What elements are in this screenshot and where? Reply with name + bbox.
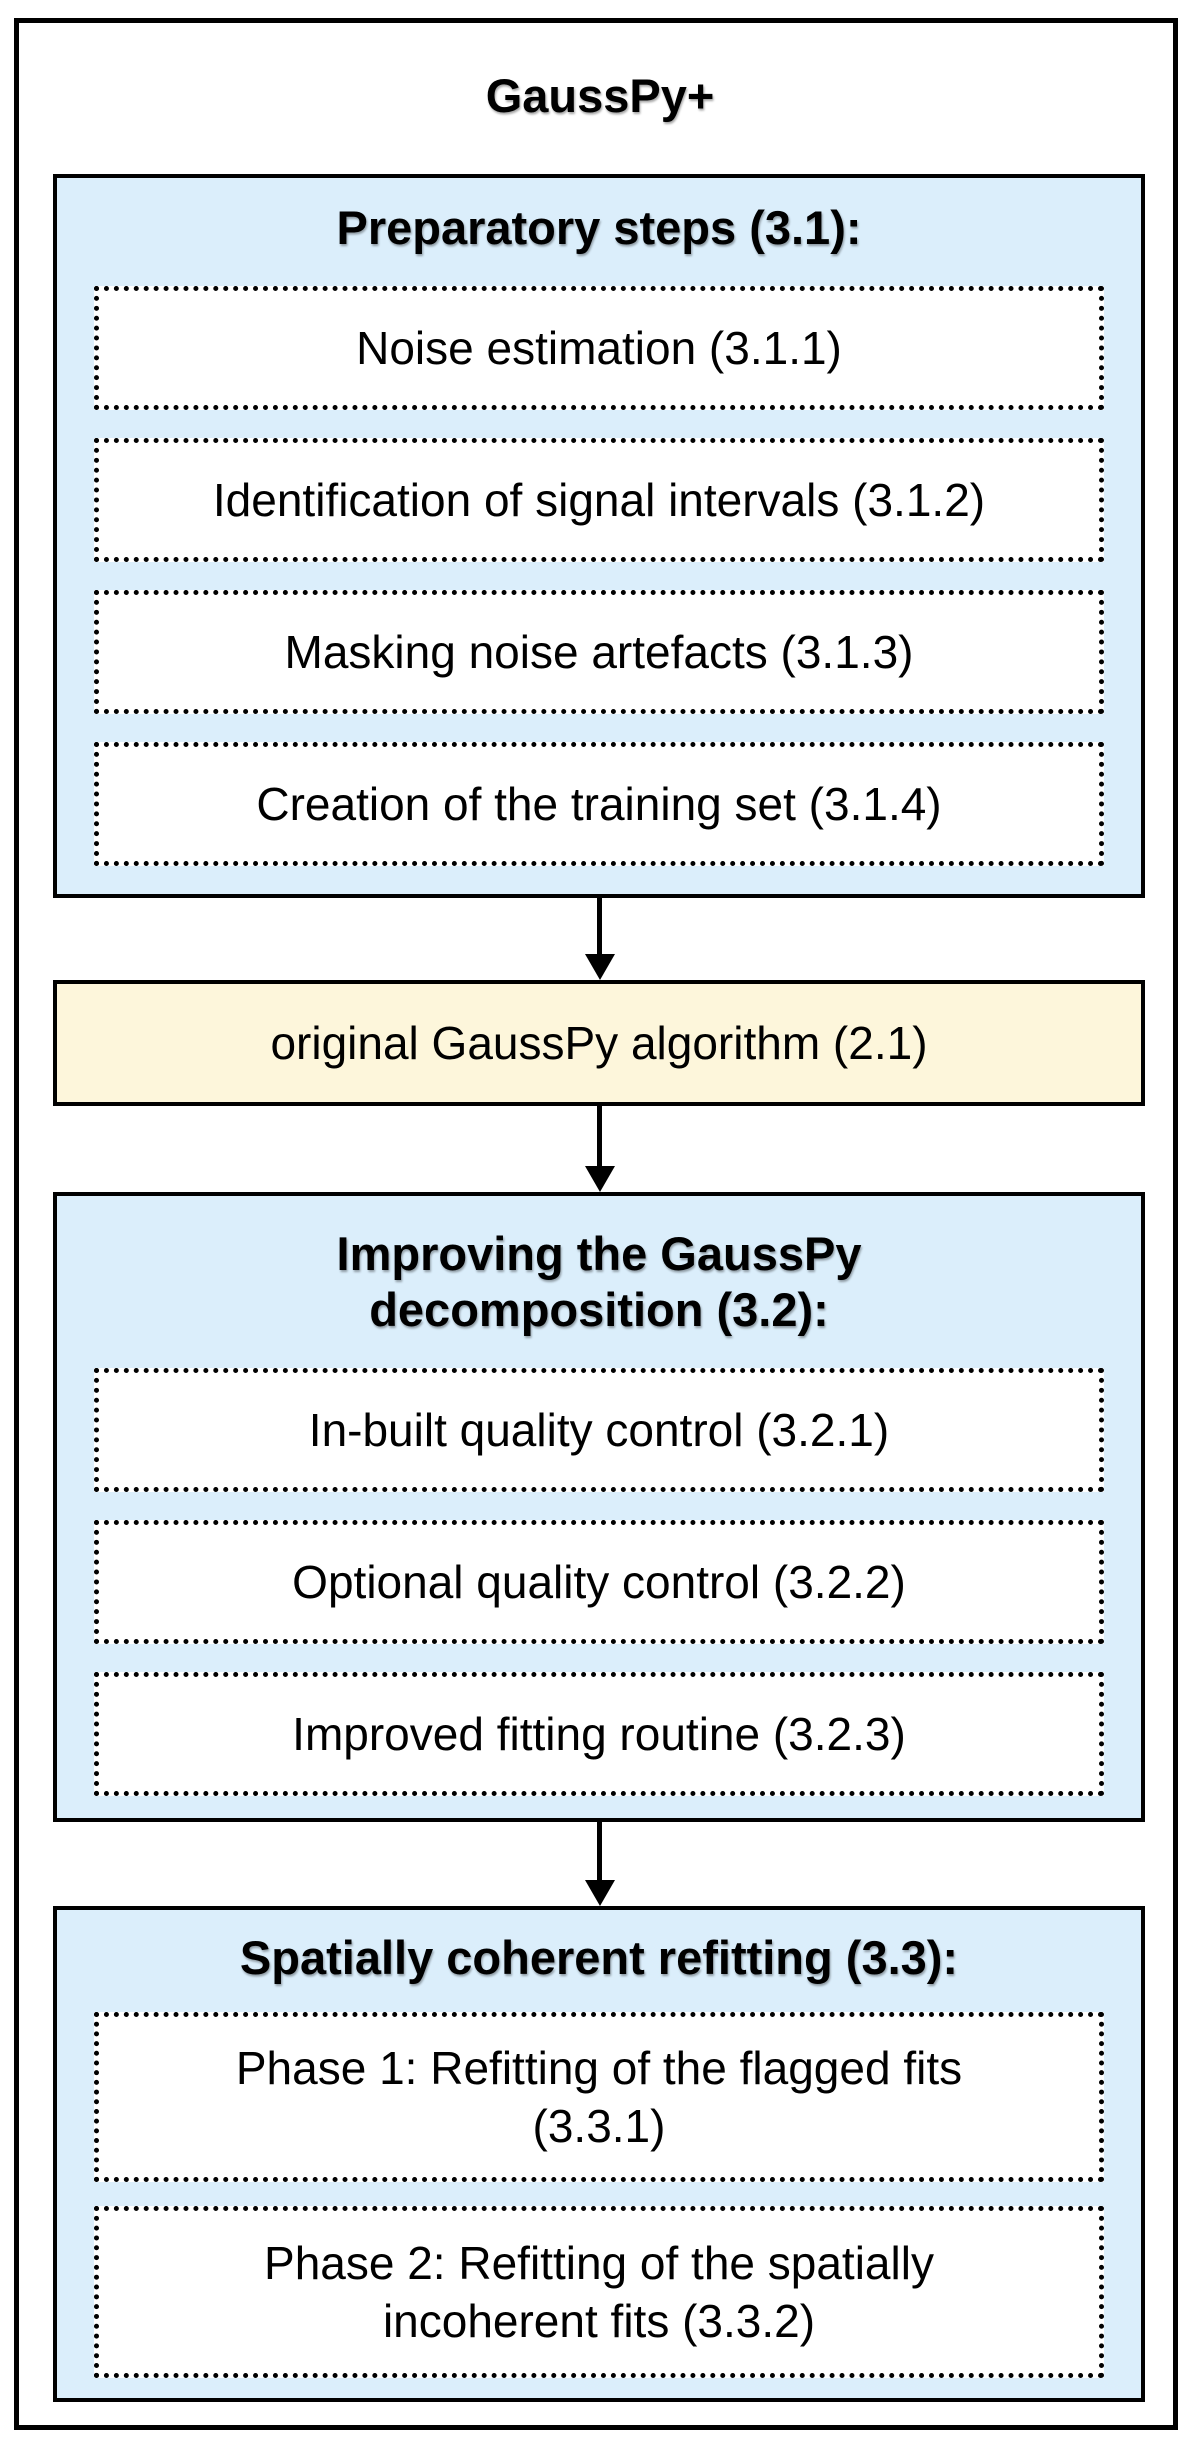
step-improved-fitting-routine: Improved fitting routine (3.2.3) (94, 1672, 1104, 1796)
refitting-section: Spatially coherent refitting (3.3): Phas… (53, 1906, 1145, 2402)
preparatory-steps-section: Preparatory steps (3.1): Noise estimatio… (53, 174, 1145, 898)
step-signal-intervals: Identification of signal intervals (3.1.… (94, 438, 1104, 562)
phase-1-line1: Phase 1: Refitting of the flagged fits (235, 2042, 963, 2094)
gausspy-algorithm-box: original GaussPy algorithm (2.1) (53, 980, 1145, 1106)
step-inbuilt-quality-control: In-built quality control (3.2.1) (94, 1368, 1104, 1492)
preparatory-steps-title: Preparatory steps (3.1): (336, 201, 862, 254)
improving-decomposition-section: Improving the GaussPy decomposition (3.2… (53, 1192, 1145, 1822)
step-optional-quality-control: Optional quality control (3.2.2) (94, 1520, 1104, 1644)
improving-title-line2: decomposition (3.2): (369, 1283, 829, 1336)
step-noise-estimation: Noise estimation (3.1.1) (94, 286, 1104, 410)
diagram-title: GaussPy+ (485, 69, 715, 122)
refitting-title: Spatially coherent refitting (3.3): (239, 1931, 959, 1984)
phase-1-line2: (3.3.1) (532, 2100, 666, 2152)
arrow-down-1 (585, 898, 615, 980)
phase-1-flagged-fits: Phase 1: Refitting of the flagged fits (… (94, 2012, 1104, 2182)
step-training-set: Creation of the training set (3.1.4) (94, 742, 1104, 866)
arrow-down-2 (585, 1106, 615, 1192)
phase-2-line2: incoherent fits (3.3.2) (382, 2295, 816, 2347)
improving-title-line1: Improving the GaussPy (336, 1227, 862, 1280)
phase-2-incoherent-fits: Phase 2: Refitting of the spatially inco… (94, 2206, 1104, 2378)
phase-2-line1: Phase 2: Refitting of the spatially (264, 2237, 934, 2289)
step-masking-noise: Masking noise artefacts (3.1.3) (94, 590, 1104, 714)
arrow-down-3 (585, 1822, 615, 1906)
